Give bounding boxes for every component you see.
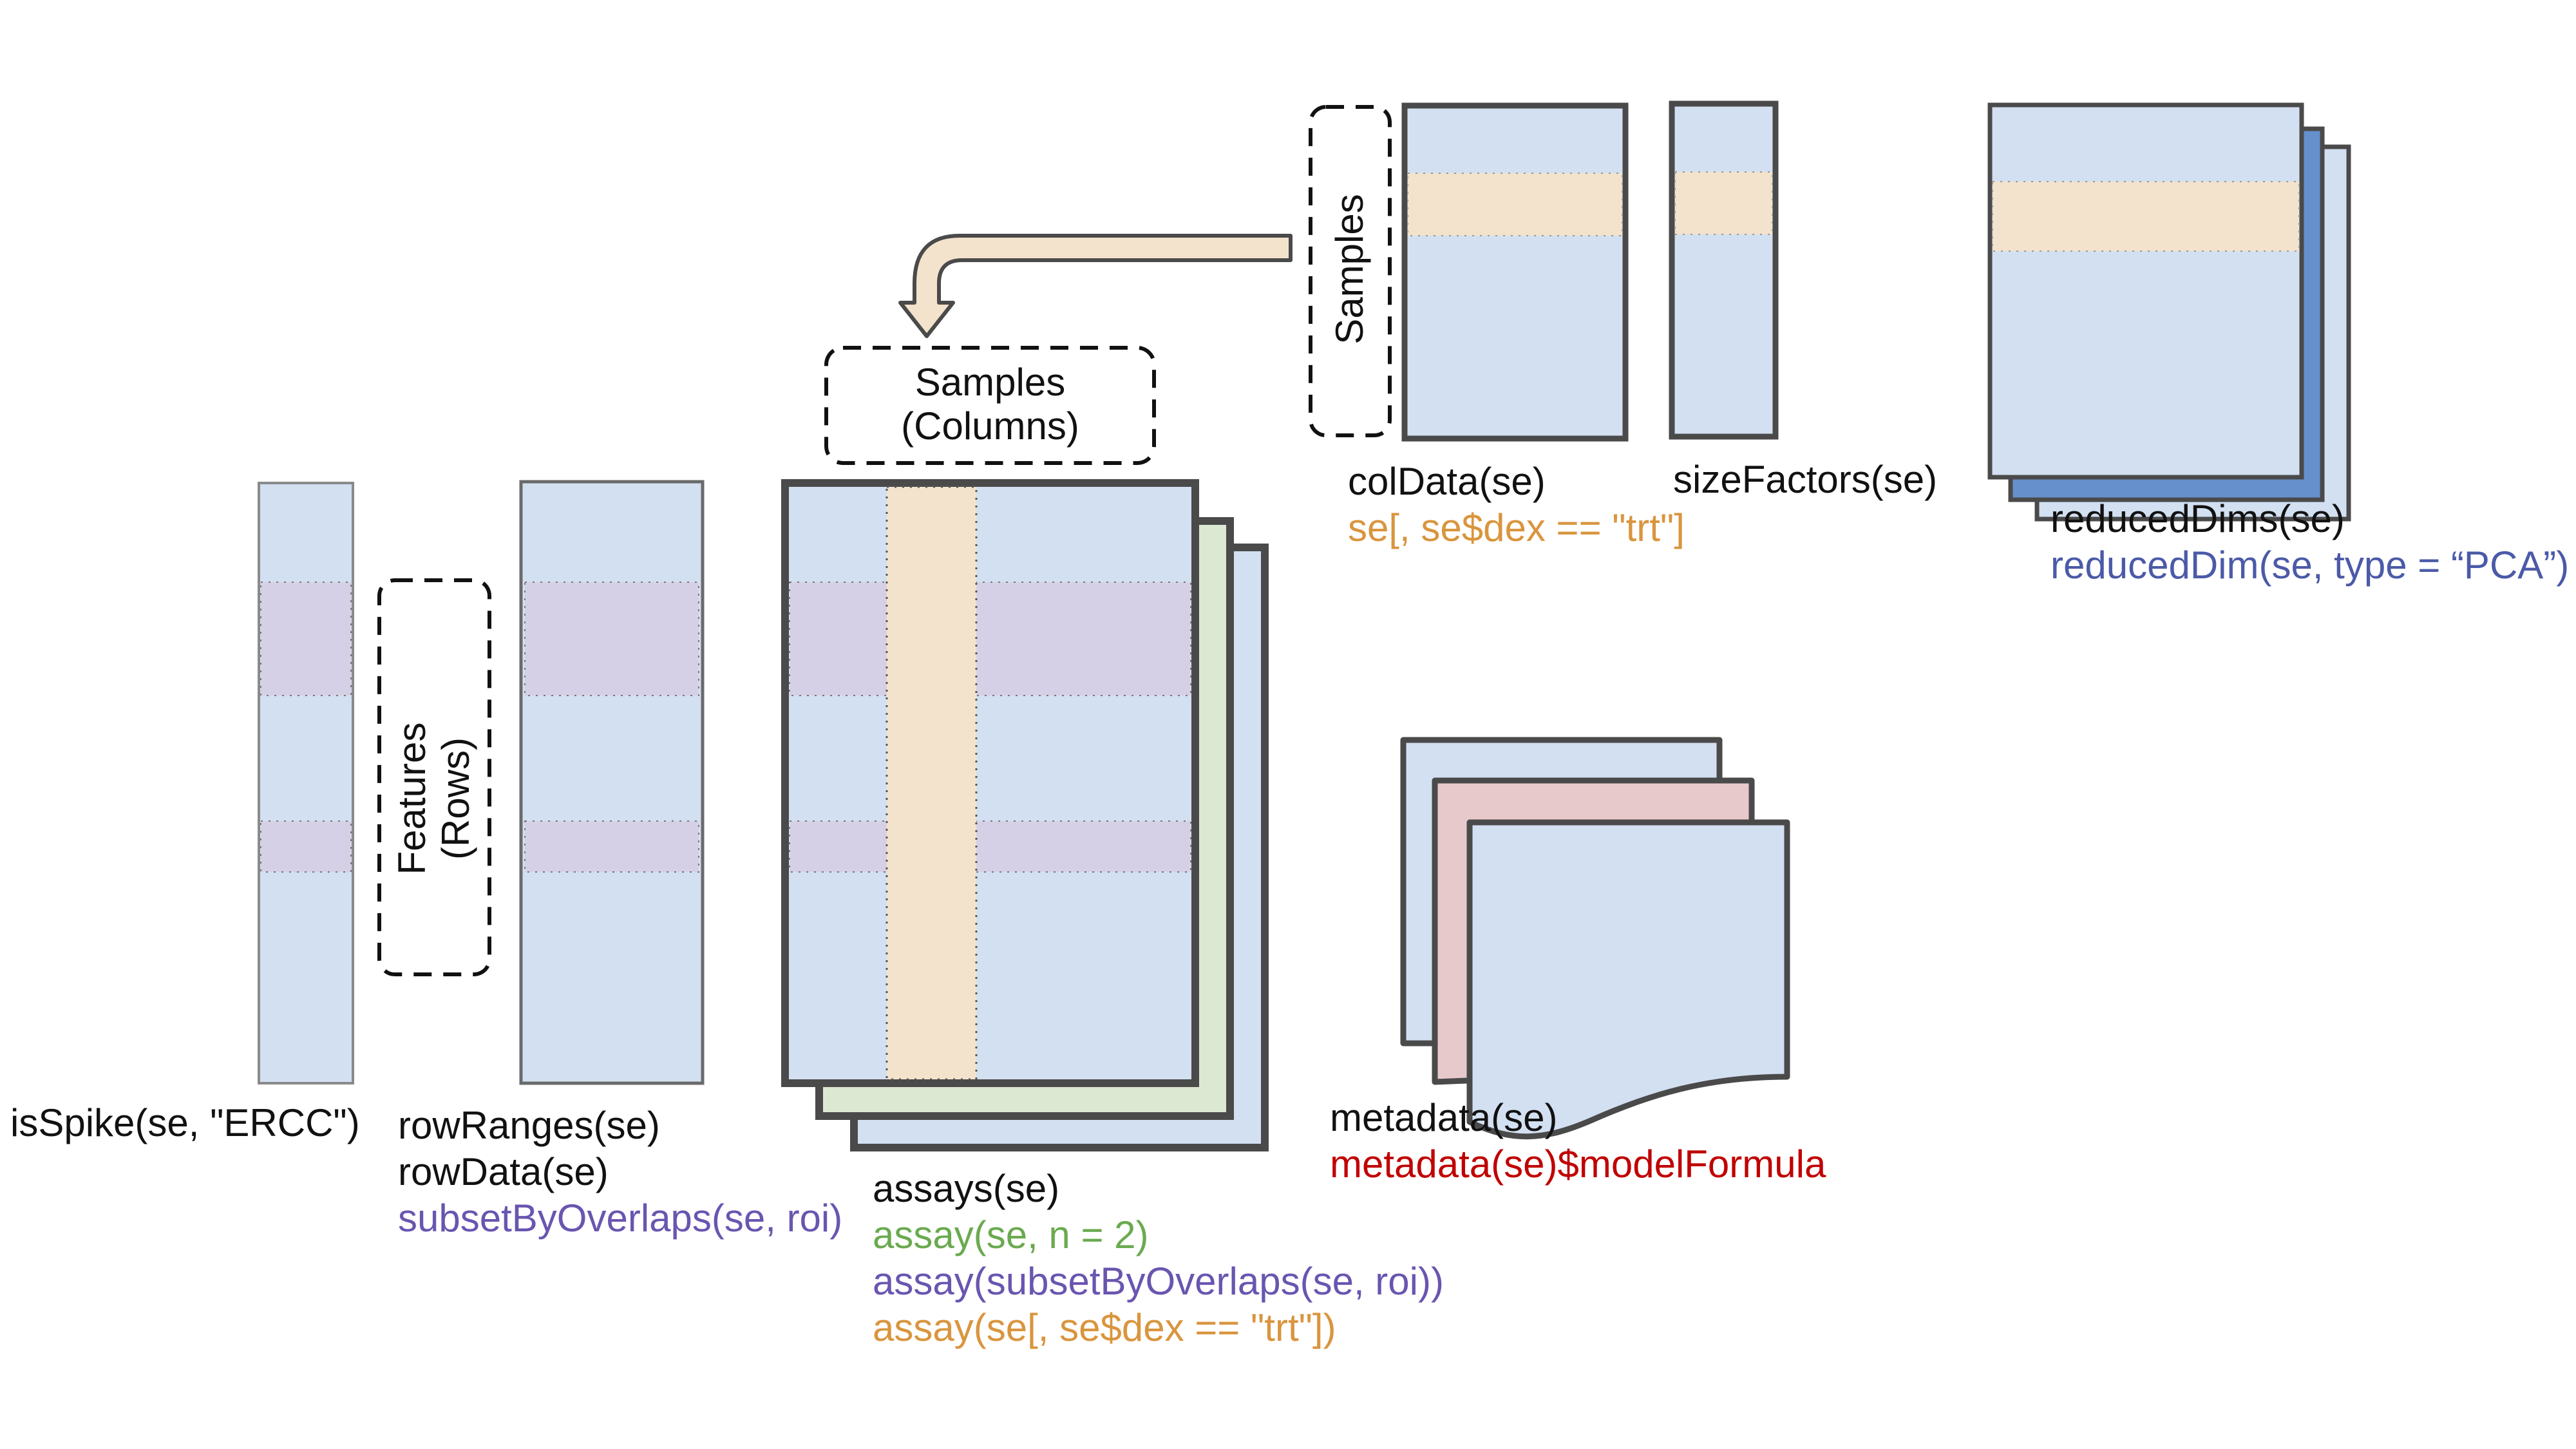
coldata-rect <box>1401 102 1629 442</box>
column-band <box>1992 181 2300 252</box>
caption-line: reducedDims(se) <box>2050 497 2345 540</box>
sizefactors-rect <box>1669 100 1779 440</box>
sizefactors-caption: sizeFactors(se) <box>1673 457 1937 503</box>
reduceddims-stack <box>1987 102 2351 522</box>
row-band <box>789 820 1191 873</box>
column-band <box>1674 171 1773 235</box>
metadata-doc-1 <box>1466 819 1790 1140</box>
sizefactors-block <box>1669 100 1779 440</box>
rowdata-column <box>519 480 705 1085</box>
rowdata-rect <box>519 480 705 1085</box>
caption-line: se[, se$dex == "trt"] <box>1348 506 1685 549</box>
isspike-rect <box>258 482 354 1084</box>
caption-line: metadata(se)$modelFormula <box>1330 1142 1826 1186</box>
isspike-column <box>258 482 354 1084</box>
isspike-caption: isSpike(se, "ERCC") <box>10 1100 360 1146</box>
assays-stack <box>781 479 1269 1151</box>
features-label: Features <box>390 722 433 875</box>
samples-label: Samples <box>914 361 1066 404</box>
features-dashed-box <box>377 578 491 976</box>
row-band <box>524 820 699 873</box>
samples-vertical-dashed-box <box>1309 105 1392 437</box>
metadata-caption: metadata(se) metadata(se)$modelFormula <box>1330 1095 1826 1188</box>
features-rows-label: Features (Rows) <box>390 605 478 992</box>
caption-line: colData(se) <box>1348 460 1546 503</box>
rows-label: (Rows) <box>434 737 477 860</box>
row-band <box>524 582 699 696</box>
caption-line: metadata(se) <box>1330 1096 1558 1139</box>
assays-caption: assays(se) assay(se, n = 2) assay(subset… <box>873 1166 1444 1351</box>
metadata-stack <box>1400 737 1790 1140</box>
reduceddims-caption: reducedDims(se) reducedDim(se, type = “P… <box>2050 496 2569 589</box>
reduceddim-layer-1 <box>1987 102 2304 480</box>
rowdata-caption: rowRanges(se) rowData(se) subsetByOverla… <box>398 1103 842 1242</box>
samples-columns-label: Samples (Columns) <box>826 361 1154 448</box>
arrow-icon <box>898 234 1293 338</box>
caption-line: assays(se) <box>873 1167 1060 1210</box>
caption-line: sizeFactors(se) <box>1673 458 1938 501</box>
column-band <box>886 486 978 1081</box>
samples-columns-dashed-box <box>824 346 1156 465</box>
caption-line: isSpike(se, "ERCC") <box>10 1101 360 1144</box>
assay-layer-1 <box>781 479 1199 1087</box>
row-band <box>789 582 1191 696</box>
columns-label: (Columns) <box>901 404 1079 448</box>
caption-line: assay(subsetByOverlaps(se, roi)) <box>873 1260 1444 1303</box>
caption-line: subsetByOverlaps(se, roi) <box>398 1197 843 1240</box>
samples-vertical-label: Samples <box>1328 194 1371 345</box>
column-band <box>1407 173 1623 236</box>
row-band <box>260 582 352 696</box>
row-band <box>260 820 352 873</box>
coldata-block <box>1401 102 1629 442</box>
caption-line: assay(se[, se$dex == "trt"]) <box>873 1306 1336 1349</box>
coldata-caption: colData(se) se[, se$dex == "trt"] <box>1348 459 1685 551</box>
caption-line: rowRanges(se) <box>398 1104 660 1147</box>
caption-line: reducedDim(se, type = “PCA”) <box>2050 544 2570 587</box>
caption-line: rowData(se) <box>398 1150 609 1193</box>
caption-line: assay(se, n = 2) <box>873 1213 1149 1256</box>
